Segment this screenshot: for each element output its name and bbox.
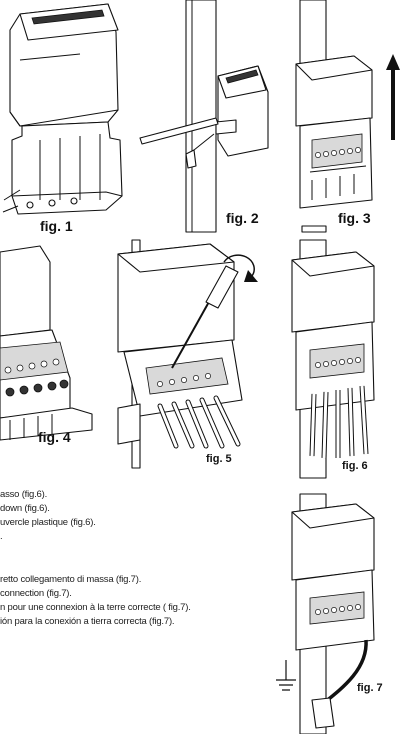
figure-7-label: fig. 7 [357,682,383,694]
instruction-fig7-line-4: ión para la conexión a tierra correcta (… [0,616,175,627]
figure-7-drawing [276,493,375,734]
figure-2-label: fig. 2 [226,210,259,226]
figure-4-label: fig. 4 [38,429,71,445]
instruction-fig7-line-3: n pour une connexion à la terre correcte… [0,602,191,613]
instruction-fig7-line-2: connection (fig.7). [0,588,72,599]
instruction-fig6-line-1: asso (fig.6). [0,489,48,500]
figure-3-drawing [295,0,400,233]
figure-6-label: fig. 6 [342,460,368,472]
figure-4-drawing [0,245,93,441]
instruction-fig6-line-4: . [0,531,3,542]
instruction-fig6-line-3: uvercle plastique (fig.6). [0,517,96,528]
figure-1-label: fig. 1 [40,218,73,234]
instruction-fig6-line-2: down (fig.6). [0,503,50,514]
instruction-fig7-line-1: retto collegamento di massa (fig.7). [0,574,142,585]
figure-5-drawing [117,239,258,469]
figure-2-drawing [139,0,269,233]
figure-5-label: fig. 5 [206,453,232,465]
figure-1-drawing [2,3,123,215]
figure-3-label: fig. 3 [338,210,371,226]
figure-6-drawing [291,239,375,479]
